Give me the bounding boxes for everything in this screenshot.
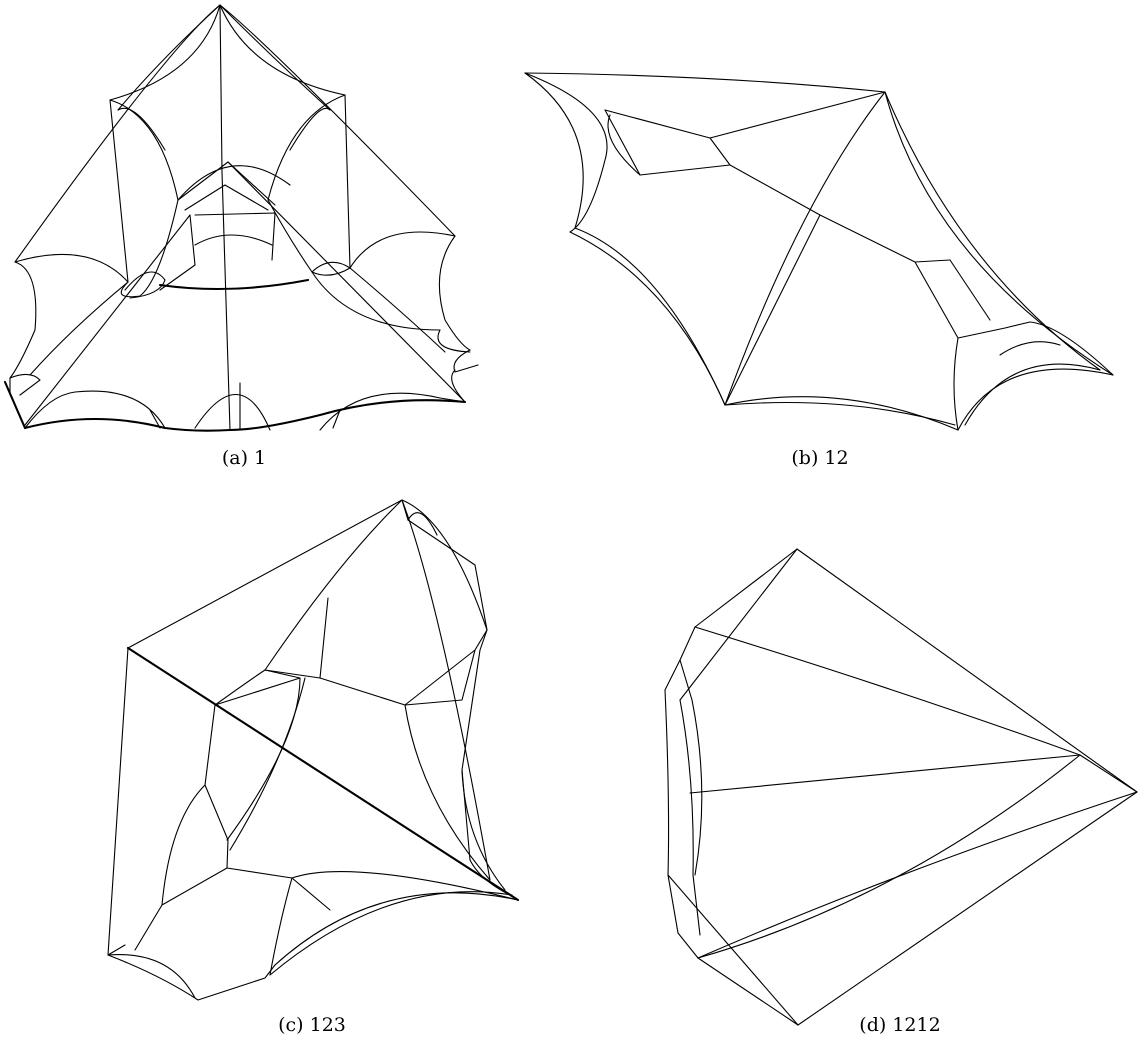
panel-c-drawing [108,500,518,1000]
panel-b-caption: (b) 12 [791,447,848,469]
panel-d-caption: (d) 1212 [859,1014,940,1036]
panel-a-drawing [5,5,478,431]
panel-c-caption: (c) 123 [278,1014,346,1036]
panel-b-drawing [525,73,1113,430]
panel-a-caption: (a) 1 [222,447,266,469]
panel-d-drawing [665,549,1137,1025]
